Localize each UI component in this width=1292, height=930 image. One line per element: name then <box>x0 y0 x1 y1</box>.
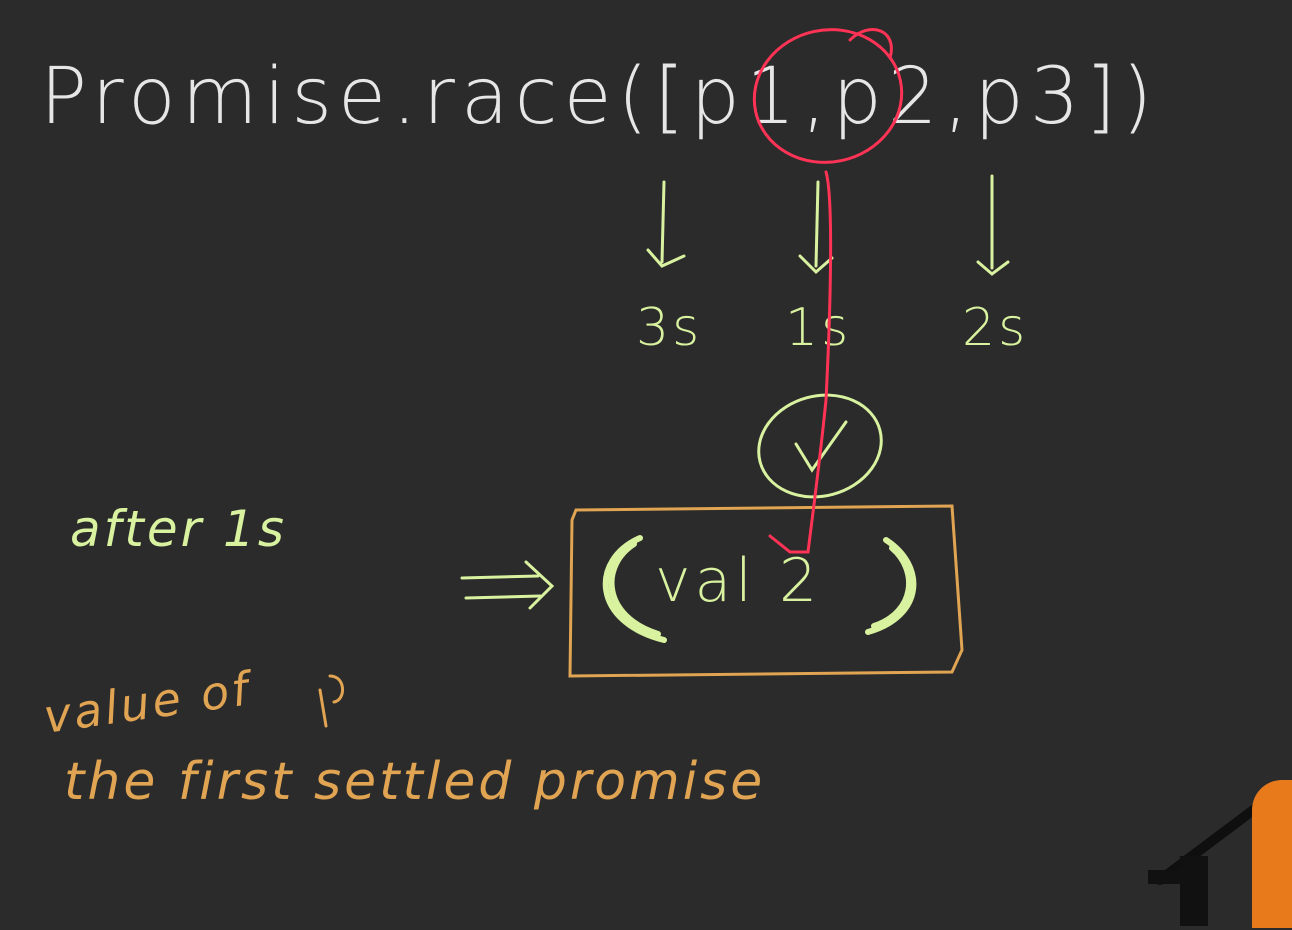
promise-p3: p3 <box>974 52 1086 142</box>
result-parentheses <box>602 535 917 643</box>
expression-prefix: Promise.race([ <box>40 52 691 142</box>
promise-race-expression: Promise.race([p1,p2,p3]) <box>40 52 1158 142</box>
check-circle-icon <box>757 393 883 499</box>
presenter <box>1252 780 1292 928</box>
timing-label-p1: 3s <box>636 298 703 358</box>
down-arrow-icon <box>646 180 686 268</box>
down-arrow-icon <box>798 180 834 275</box>
expression-separator: , <box>801 52 833 142</box>
highlight-p2-icon <box>752 28 904 554</box>
promise-p1: p1 <box>690 52 802 142</box>
timing-label-p2: 1s <box>785 298 852 358</box>
implies-arrow-icon <box>460 560 555 610</box>
result-box <box>568 504 964 678</box>
note-of-mark <box>318 674 344 728</box>
after-label: after 1s <box>70 500 287 558</box>
result-value: val 2 <box>655 546 822 616</box>
down-arrow-icon <box>976 174 1010 276</box>
expression-suffix: ]) <box>1085 52 1159 142</box>
promise-p2: p2 <box>832 52 944 142</box>
timing-label-p3: 2s <box>962 298 1029 358</box>
expression-separator: , <box>943 52 975 142</box>
note-line-2: the first settled promise <box>64 752 766 812</box>
